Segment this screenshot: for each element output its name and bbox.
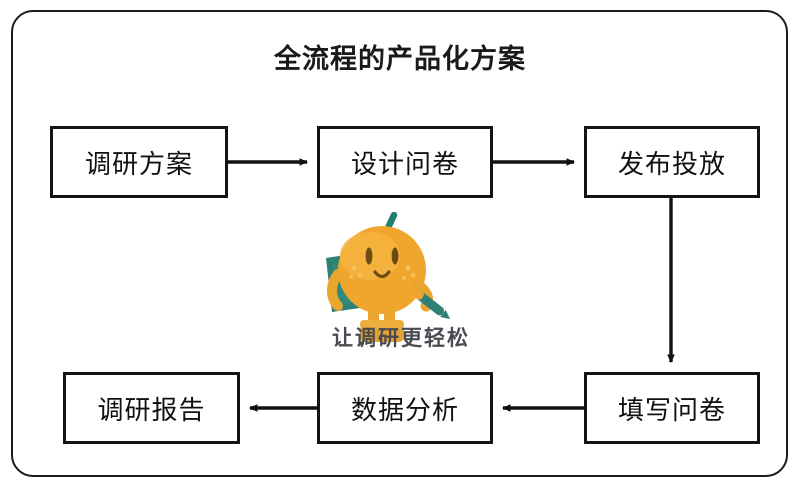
page-title: 全流程的产品化方案 (274, 44, 526, 74)
outer-rounded-frame (11, 10, 788, 477)
flow-node-research-plan[interactable]: 调研方案 (50, 126, 228, 198)
orange-mascot-icon (326, 212, 451, 342)
flow-node-research-report[interactable]: 调研报告 (63, 372, 240, 444)
flow-node-publish-distribute[interactable]: 发布投放 (584, 126, 760, 198)
flow-node-fill-questionnaire[interactable]: 填写问卷 (584, 372, 760, 444)
mascot-tagline: 让调研更轻松 (332, 327, 470, 350)
flow-node-design-questionnaire[interactable]: 设计问卷 (317, 126, 493, 198)
flow-node-data-analysis[interactable]: 数据分析 (317, 372, 493, 444)
